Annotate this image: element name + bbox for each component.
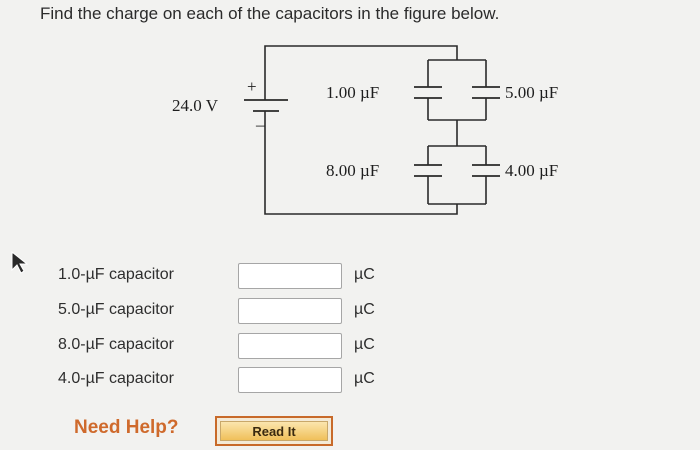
charge-input-8uf[interactable] (238, 333, 342, 359)
question-text: Find the charge on each of the capacitor… (40, 4, 500, 23)
unit-label-4uf: µC (354, 370, 375, 387)
capacitor-8uf-label: 8.00 µF (326, 161, 379, 180)
mouse-cursor-icon (11, 250, 29, 274)
unit-label-5uf: µC (354, 301, 375, 318)
read-it-label: Read It (220, 421, 328, 441)
charge-input-4uf[interactable] (238, 367, 342, 393)
answer-label-4uf: 4.0-µF capacitor (58, 370, 174, 387)
battery-sign-plus: + (247, 77, 257, 96)
read-it-button[interactable]: Read It (215, 416, 333, 446)
battery-sign-minus: – (255, 115, 265, 134)
charge-input-1uf[interactable] (238, 263, 342, 289)
capacitor-4uf-label: 4.00 µF (505, 161, 558, 180)
circuit-wire-left-top (264, 45, 458, 90)
capacitor-5uf-label: 5.00 µF (505, 83, 558, 102)
need-help-label: Need Help? (74, 417, 179, 438)
battery-voltage-label: 24.0 V (172, 96, 219, 115)
answer-label-5uf: 5.0-µF capacitor (58, 301, 174, 318)
capacitor-4uf-symbol (472, 164, 500, 177)
capacitor-8uf-symbol (414, 164, 442, 177)
capacitor-1uf-label: 1.00 µF (326, 83, 379, 102)
unit-label-1uf: µC (354, 266, 375, 283)
answer-label-1uf: 1.0-µF capacitor (58, 266, 174, 283)
circuit-diagram: + – 24.0 V 1.00 µF 5.00 µF 8.00 µF 4.00 … (172, 45, 558, 215)
circuit-wire-left-bottom (264, 122, 458, 215)
capacitor-5uf-symbol (472, 86, 500, 99)
answer-label-8uf: 8.0-µF capacitor (58, 336, 174, 353)
capacitor-1uf-symbol (414, 86, 442, 99)
unit-label-8uf: µC (354, 336, 375, 353)
charge-input-5uf[interactable] (238, 298, 342, 324)
battery-symbol (244, 90, 288, 122)
